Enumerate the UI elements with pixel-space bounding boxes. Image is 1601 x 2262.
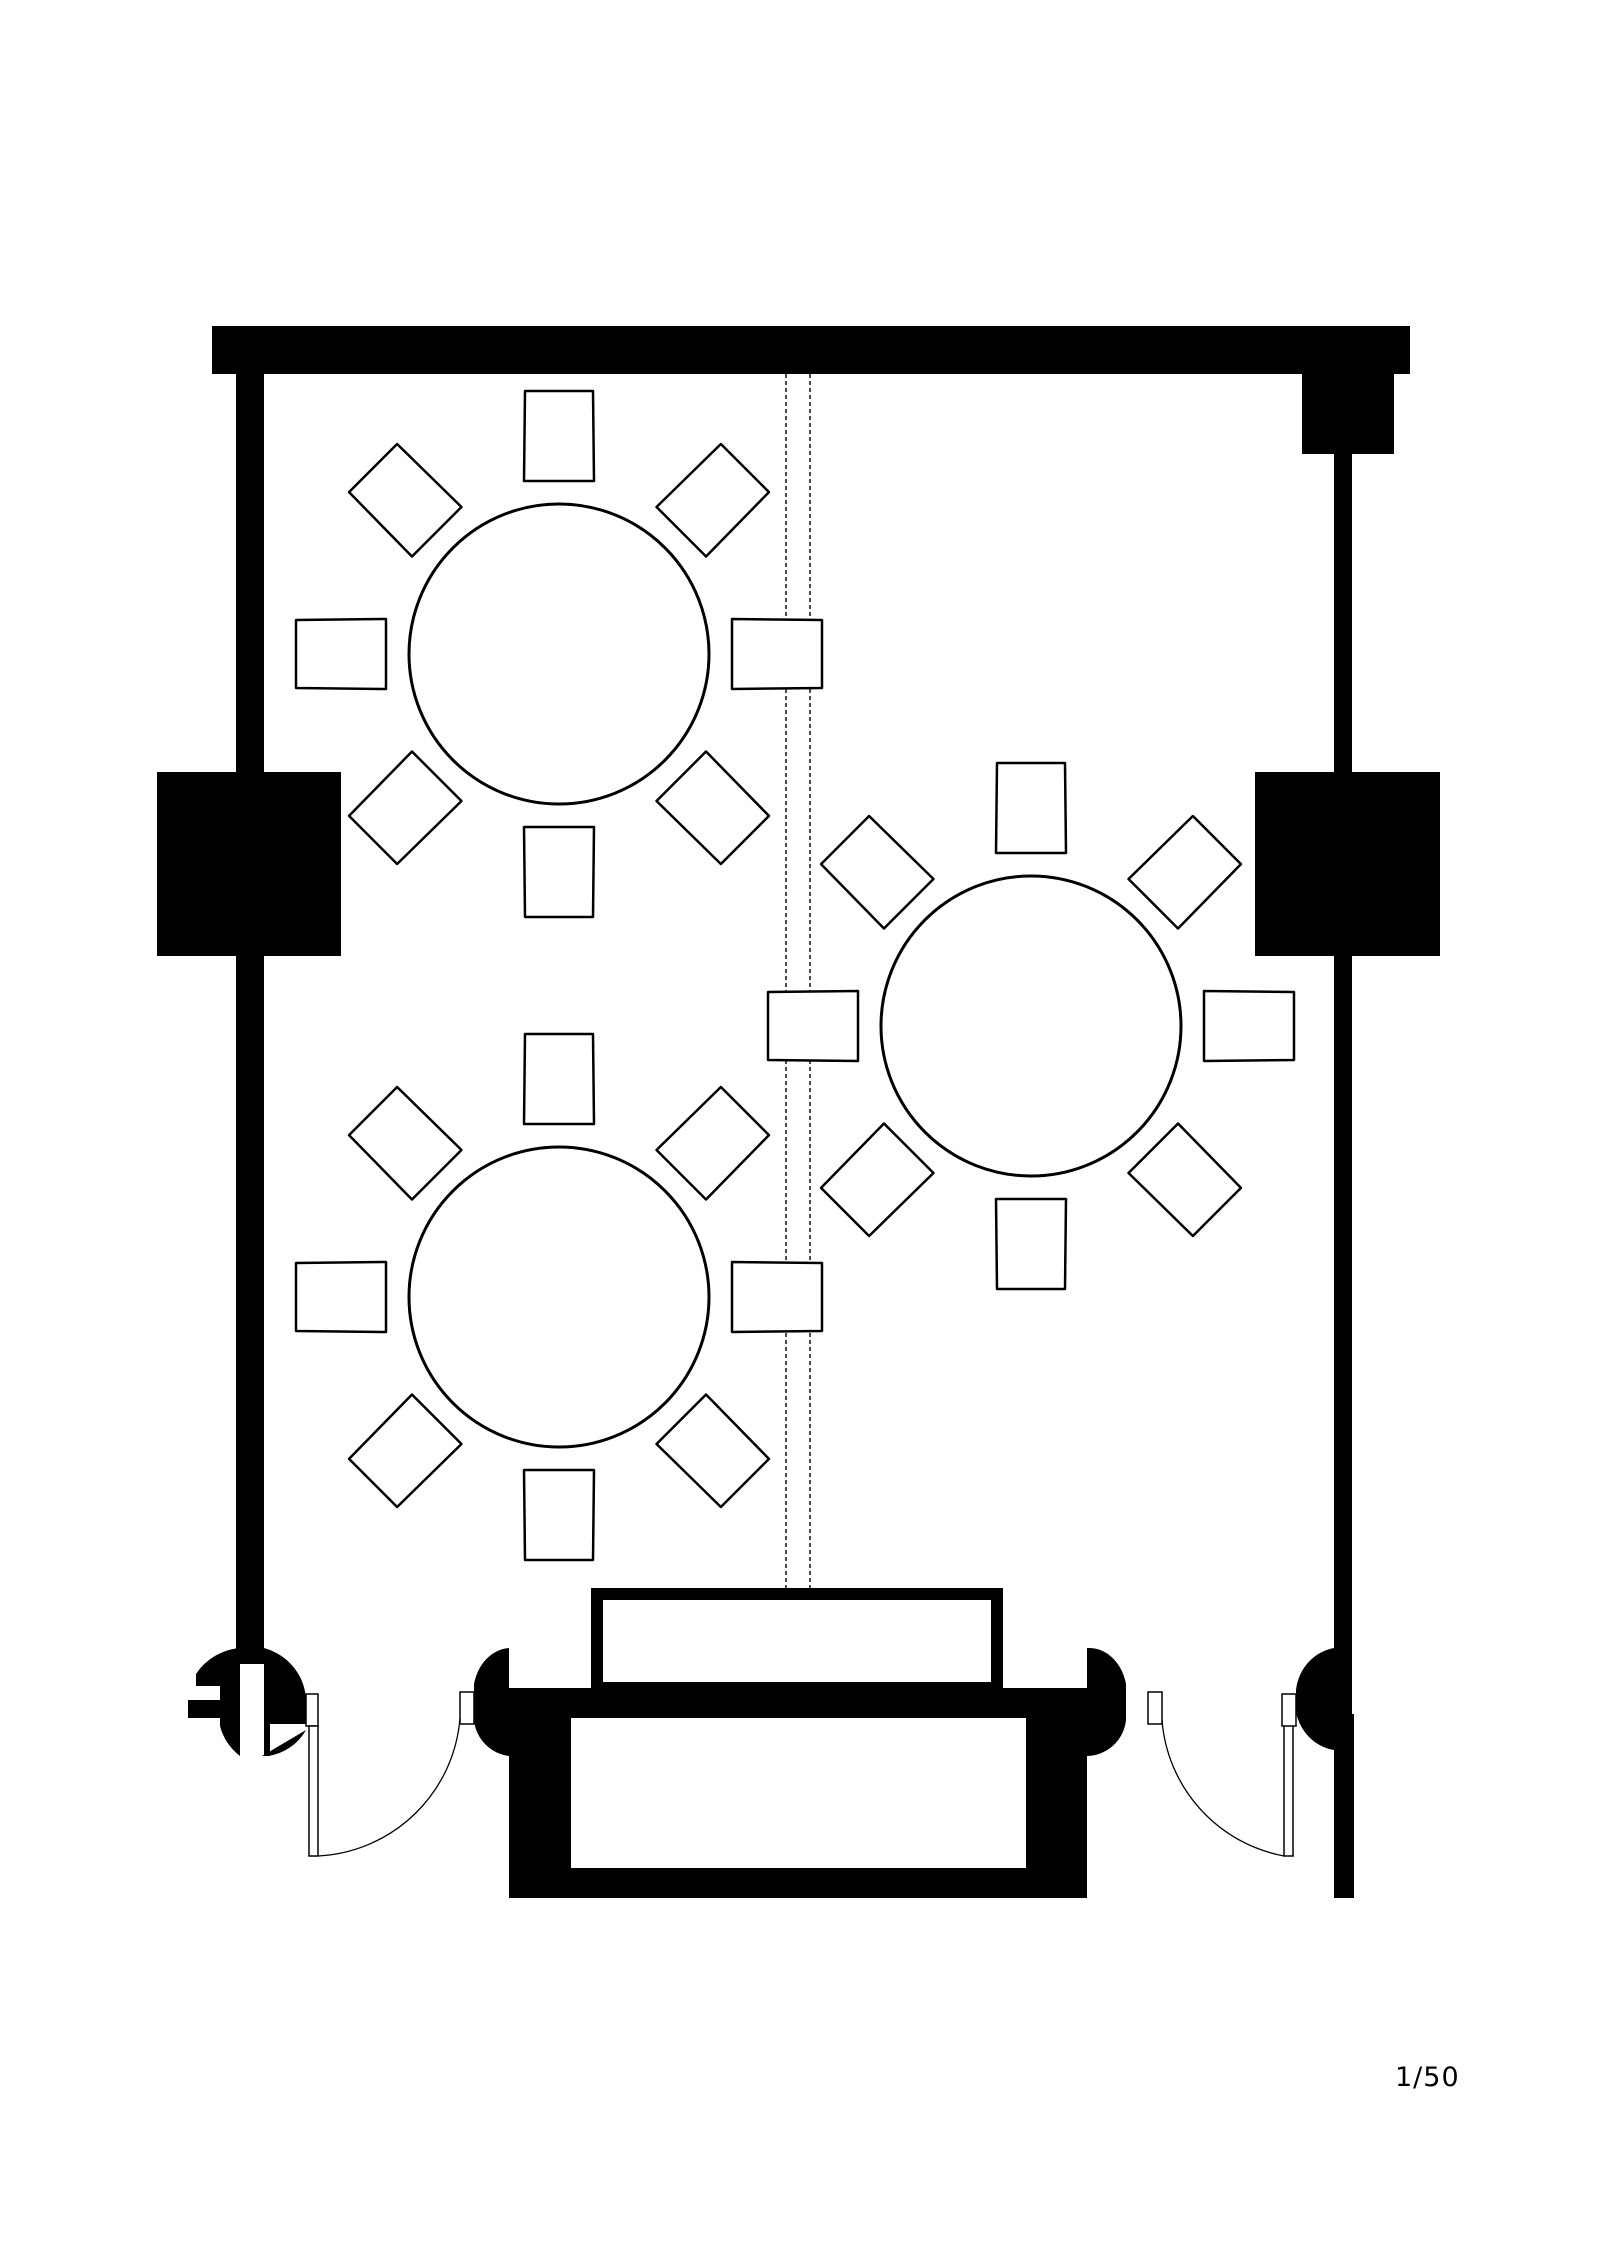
table-top [407, 1145, 711, 1449]
chair [522, 1468, 596, 1562]
round-table-bottom-left [294, 1032, 824, 1562]
chair [766, 989, 860, 1063]
chair [1202, 989, 1296, 1063]
left-wall [236, 374, 264, 1664]
table-top [879, 874, 1183, 1178]
chair [655, 750, 771, 866]
chair [655, 1393, 771, 1509]
chair [819, 814, 935, 930]
walls [157, 326, 1440, 1898]
chair [294, 617, 388, 691]
chair [655, 442, 771, 558]
tables-layer [294, 389, 1296, 1562]
chair [1127, 1122, 1243, 1238]
left-wall-end [188, 1648, 306, 1756]
chair [1127, 814, 1243, 930]
round-table-top-left [294, 389, 824, 919]
counter-base [509, 1688, 1087, 1898]
chair [347, 750, 463, 866]
chair [522, 389, 596, 483]
right-wall-lower [1334, 1714, 1354, 1898]
counter-unit [474, 1588, 1126, 1898]
scale-label: 1/50 [1395, 2062, 1460, 2093]
top-wall [212, 326, 1410, 374]
round-table-right [766, 761, 1296, 1291]
chair [347, 1085, 463, 1201]
chair [655, 1085, 771, 1201]
chair [347, 1393, 463, 1509]
door-left [305, 1691, 475, 1857]
chair [347, 442, 463, 558]
chair [819, 1122, 935, 1238]
counter-right-cap [1087, 1647, 1126, 1756]
chair [994, 761, 1068, 855]
chair [522, 825, 596, 919]
chair [730, 1260, 824, 1334]
table-top [407, 502, 711, 806]
counter-left-cap [474, 1648, 509, 1756]
chair [994, 1197, 1068, 1291]
door-right [1147, 1691, 1297, 1857]
chair [522, 1032, 596, 1126]
counter-top-box [591, 1588, 1003, 1694]
right-wall [1334, 374, 1352, 1714]
top-right-pillar [1302, 374, 1394, 454]
right-wall-end [1296, 1648, 1334, 1750]
partition-track [785, 374, 811, 1594]
left-column [157, 772, 341, 956]
right-column [1255, 772, 1440, 956]
chair [730, 617, 824, 691]
chair [294, 1260, 388, 1334]
